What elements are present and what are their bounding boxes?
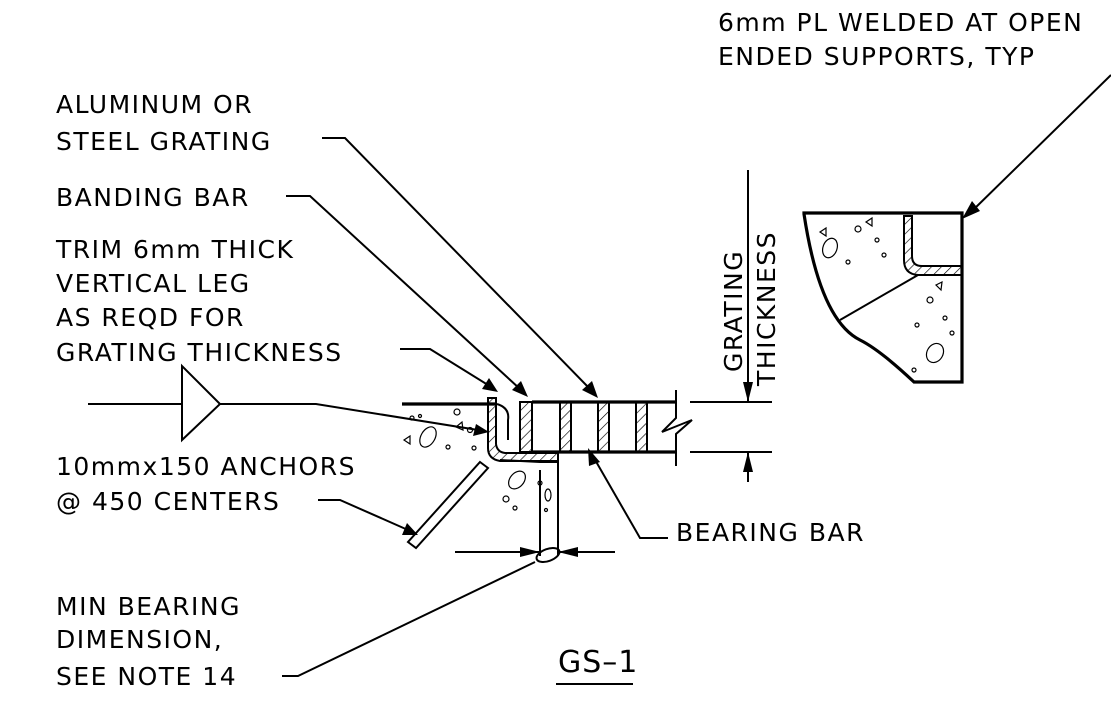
- banding-bar-note: BANDING BAR: [56, 183, 250, 212]
- grating-material-note: ALUMINUM OR STEEL GRATING: [56, 90, 272, 156]
- bearing-bar-1: [559, 401, 572, 453]
- bearing-bar-leader: [593, 457, 668, 539]
- trim-leg-arrow: [482, 378, 498, 392]
- grating-thickness-label-line-1: GRATING: [719, 250, 748, 372]
- trim-leg-note-line-1: TRIM 6mm THICK: [55, 235, 294, 264]
- grating-thickness-dimension: [690, 170, 772, 482]
- trim-leg-note: TRIM 6mm THICK VERTICAL LEG AS REQD FOR …: [55, 235, 343, 367]
- fillet-weld-symbol-icon: [181, 363, 222, 443]
- leader-lines: [88, 74, 1111, 677]
- bearing-bar-2: [597, 401, 610, 453]
- min-bearing-arrow-left: [520, 547, 540, 557]
- min-bearing-leader: [282, 561, 536, 677]
- bearing-bar-3: [635, 401, 648, 453]
- weld-arrow-leader: [220, 403, 479, 431]
- plate-welded-note-line-1: 6mm PL WELDED AT OPEN: [718, 8, 1083, 37]
- detail-title-text: GS–1: [558, 645, 638, 680]
- plate-welded-note: 6mm PL WELDED AT OPEN ENDED SUPPORTS, TY…: [718, 8, 1083, 71]
- trim-leg-note-line-4: GRATING THICKNESS: [56, 338, 343, 367]
- right-concrete-support: [802, 211, 964, 384]
- dim-arrow-upper: [743, 382, 753, 402]
- grating-material-note-line-2: STEEL GRATING: [56, 127, 272, 156]
- concrete-aggregate-right: [818, 216, 955, 373]
- min-bearing-note-line-2: DIMENSION,: [56, 625, 223, 654]
- concrete-edge-curve: [496, 403, 510, 440]
- plate-welded-note-line-2: ENDED SUPPORTS, TYP: [718, 42, 1035, 71]
- plate-welded-leader: [969, 74, 1111, 214]
- grating-material-note-line-1: ALUMINUM OR: [56, 90, 253, 119]
- grating: [519, 390, 693, 466]
- min-bearing-leader-origin: [535, 547, 561, 563]
- dim-arrow-lower: [743, 452, 753, 472]
- bearing-bar-note: BEARING BAR: [676, 518, 865, 547]
- concrete-lower-edge: [499, 459, 559, 515]
- right-concrete-outline: [802, 211, 964, 384]
- anchors-note-line-1: 10mmx150 ANCHORS: [56, 452, 356, 481]
- grating-thickness-label-line-2: THICKNESS: [752, 231, 781, 387]
- anchors-note: 10mmx150 ANCHORS @ 450 CENTERS: [56, 452, 356, 516]
- trim-leg-leader: [400, 348, 489, 386]
- banding-bar: [519, 401, 533, 453]
- min-bearing-dimension: [455, 547, 615, 563]
- left-concrete-support: [402, 402, 559, 556]
- anchors-arrow: [402, 523, 418, 535]
- grating-material-arrow: [582, 381, 598, 398]
- anchors-leader: [318, 499, 409, 531]
- banding-bar-leader: [286, 195, 521, 390]
- right-support-edge: [839, 274, 919, 321]
- min-bearing-note-line-1: MIN BEARING: [56, 592, 241, 621]
- right-plate-angle: [903, 215, 963, 276]
- concrete-aggregate-left: [402, 408, 552, 513]
- anchor-rod: [406, 460, 490, 550]
- detail-title: GS–1: [556, 645, 638, 685]
- grating-thickness-label: GRATING THICKNESS: [719, 231, 781, 387]
- support-angle: [406, 397, 559, 550]
- min-bearing-note: MIN BEARING DIMENSION, SEE NOTE 14: [56, 592, 241, 691]
- grating-material-leader: [322, 137, 591, 390]
- banding-bar-arrow: [512, 381, 528, 397]
- weld-arrow: [473, 424, 489, 436]
- min-bearing-arrow-right: [558, 547, 578, 557]
- anchors-note-line-2: @ 450 CENTERS: [56, 487, 280, 516]
- trim-leg-note-line-3: AS REQD FOR: [56, 303, 245, 332]
- trim-leg-note-line-2: VERTICAL LEG: [56, 269, 251, 298]
- break-line: [661, 390, 693, 466]
- plate-welded-arrow: [962, 201, 980, 219]
- min-bearing-note-line-3: SEE NOTE 14: [56, 662, 237, 691]
